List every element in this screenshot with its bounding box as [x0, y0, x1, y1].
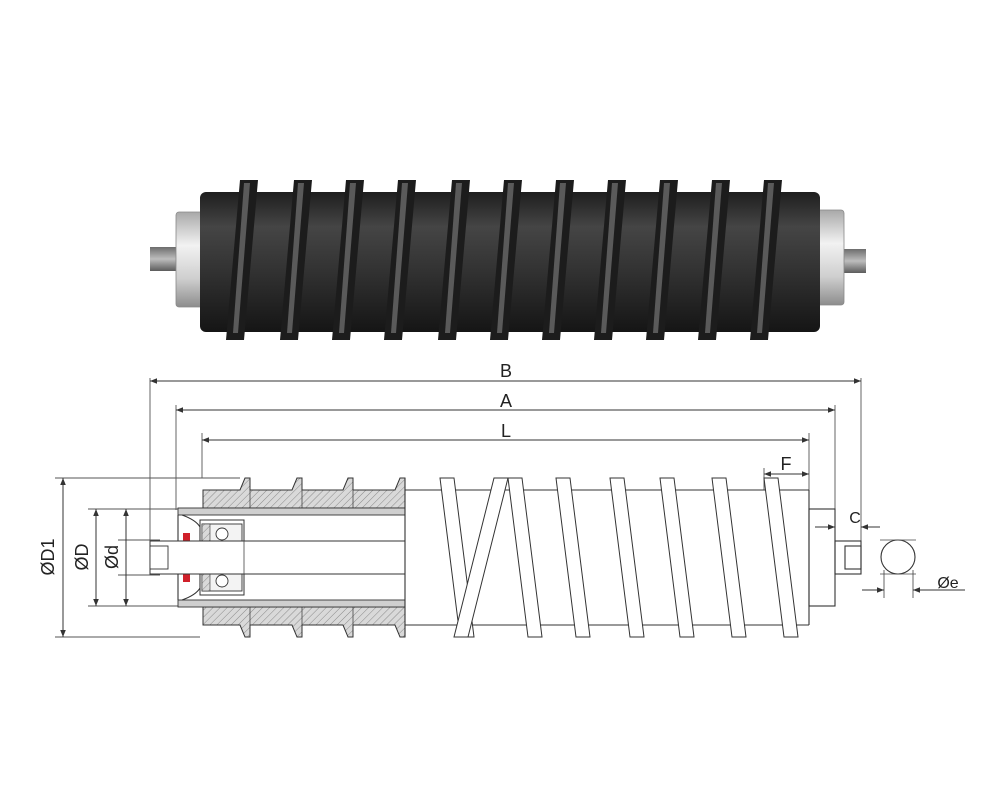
bearing-bottom [201, 570, 243, 592]
label-d: Ød [102, 545, 122, 569]
seal-top-icon [183, 533, 190, 542]
spiral-stripe-outline [507, 477, 543, 638]
shaft-end-circle-icon [880, 539, 916, 575]
label-D1: ØD1 [38, 538, 58, 575]
spiral-ridge-highlight [339, 183, 356, 333]
label-C: C [849, 510, 861, 527]
spiral-ridges [226, 180, 782, 340]
rubber-rings-top [202, 477, 406, 509]
left-shaft [150, 247, 180, 271]
spiral-ridge-highlight [601, 183, 618, 333]
roller-section-drawing: B A L F C ØD1 ØD Ød Øe [38, 361, 965, 638]
spiral-ridge-highlight [497, 183, 514, 333]
label-D: ØD [72, 543, 92, 570]
spiral-stripe-outline [711, 477, 747, 638]
spiral-ridge-highlight [705, 183, 722, 333]
spiral-stripe-outline [453, 477, 509, 638]
spiral-ridge-highlight [549, 183, 566, 333]
spiral-stripe-outline [609, 477, 645, 638]
shaft-section [149, 540, 406, 575]
spiral-ridge-highlight [233, 183, 250, 333]
spiral-ridge-highlight [757, 183, 774, 333]
spiral-stripe-outline [763, 477, 799, 638]
spiral-ridge-highlight [391, 183, 408, 333]
spiral-ridge-highlight [653, 183, 670, 333]
spiral-stripe-outline [659, 477, 695, 638]
rubber-rings-bottom [202, 606, 406, 638]
spiral-roller-render-icon [150, 180, 866, 340]
spiral-ridge-highlight [287, 183, 304, 333]
label-B: B [500, 361, 512, 381]
seal-bottom-icon [183, 573, 190, 582]
label-L: L [501, 421, 511, 441]
right-end-cap [815, 209, 845, 306]
bearing-top [201, 523, 243, 545]
label-F: F [781, 454, 792, 474]
spiral-stripe-outline [555, 477, 591, 638]
spiral-ridge-highlight [445, 183, 462, 333]
label-A: A [500, 391, 512, 411]
roller-outline-right [404, 477, 862, 638]
label-e: Øe [937, 575, 958, 592]
